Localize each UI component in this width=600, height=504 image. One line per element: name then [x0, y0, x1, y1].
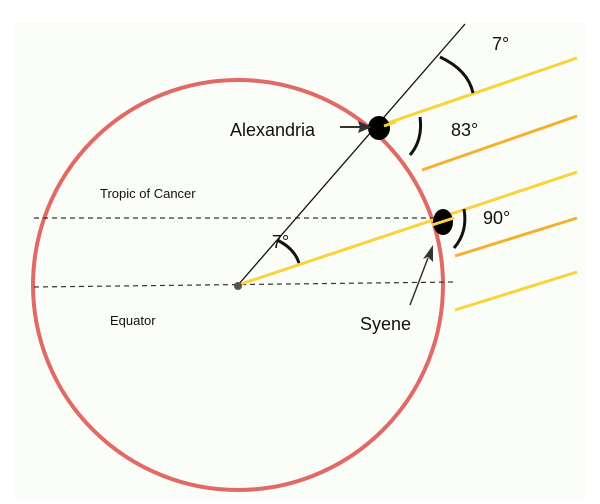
tropic-label: Tropic of Cancer	[100, 186, 196, 201]
arrow-head-icon	[358, 121, 372, 133]
equator-label: Equator	[110, 313, 156, 328]
background	[14, 22, 586, 500]
sun-ray	[454, 270, 578, 312]
arrow-head-icon	[423, 245, 433, 262]
earth-center	[234, 282, 242, 290]
angle-label-alexandria: 83°	[451, 120, 478, 140]
equator-line	[33, 281, 456, 288]
sun-ray	[421, 114, 578, 172]
sun-ray	[378, 56, 578, 128]
ray-over-dot	[383, 120, 397, 128]
alexandria-label: Alexandria	[230, 120, 316, 140]
syene-label: Syene	[360, 314, 411, 334]
angle-arc-syene	[452, 208, 467, 249]
ray-over-dot	[431, 216, 455, 227]
angle-label-top: 7°	[492, 34, 509, 54]
angle-arc-center	[276, 238, 301, 264]
sun-ray-syene	[237, 170, 578, 287]
angle-label-syene: 90°	[483, 208, 510, 228]
earth-circle	[31, 78, 445, 492]
angle-arc-top	[439, 55, 475, 94]
angle-arc-alexandria	[408, 116, 422, 156]
radius-line-alexandria	[237, 23, 466, 286]
angle-label-center: 7°	[272, 232, 289, 252]
syene-arrow	[409, 257, 429, 306]
alexandria-dot	[368, 116, 390, 140]
sun-ray	[454, 216, 578, 258]
